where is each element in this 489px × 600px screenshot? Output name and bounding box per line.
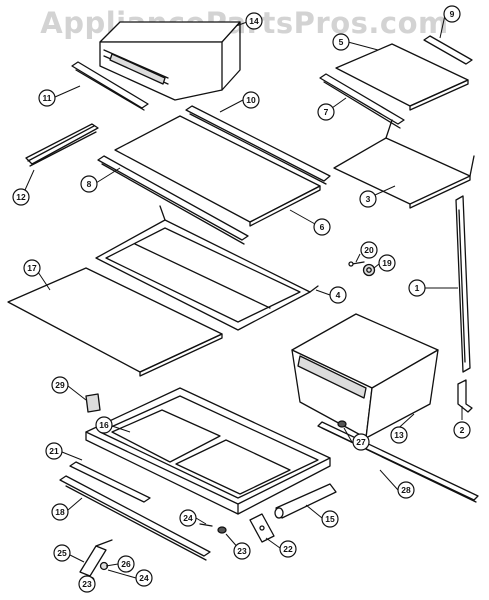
callout-12: 12 [12,188,30,206]
callout-29: 29 [51,376,69,394]
svg-text:22: 22 [283,544,293,554]
callout-7: 7 [317,103,335,121]
part-4-shelf-frame[interactable] [95,205,319,331]
svg-text:6: 6 [320,222,325,232]
svg-text:18: 18 [55,507,65,517]
svg-text:2: 2 [460,425,465,435]
callout-16: 16 [95,416,113,434]
part-7-shelf-trim[interactable] [319,73,405,129]
callout-2: 2 [453,421,471,439]
part-27-roller[interactable] [337,420,347,428]
part-5-small-shelf[interactable] [335,43,469,111]
callout-8: 8 [80,175,98,193]
part-12-angled-trim[interactable] [25,123,99,167]
callout-18: 18 [51,503,69,521]
svg-text:24: 24 [183,513,193,523]
svg-text:19: 19 [382,258,392,268]
svg-text:13: 13 [394,430,404,440]
part-17-glass-panel[interactable] [7,267,223,377]
callout-27: 27 [352,433,370,451]
callout-17: 17 [23,259,41,277]
callout-11: 11 [38,89,56,107]
callout-25: 25 [53,544,71,562]
svg-text:27: 27 [356,437,366,447]
svg-text:24: 24 [139,573,149,583]
svg-text:29: 29 [55,380,65,390]
part-1-vertical-rail[interactable] [455,195,471,373]
svg-text:5: 5 [339,37,344,47]
callout-6: 6 [313,218,331,236]
callout-19: 19 [378,254,396,272]
part-14-crisper-drawer[interactable] [99,21,241,101]
callout-24-upper: 24 [179,509,197,527]
part-29-clip[interactable] [85,393,101,413]
svg-text:17: 17 [27,263,37,273]
svg-text:8: 8 [87,179,92,189]
svg-text:12: 12 [16,192,26,202]
svg-text:11: 11 [43,93,52,103]
callout-23-lower: 23 [78,575,96,593]
svg-text:25: 25 [57,548,67,558]
svg-text:1: 1 [415,283,420,293]
part-10-shelf-strip[interactable] [185,105,331,185]
callout-4: 4 [329,286,347,304]
part-2-bracket[interactable] [457,379,473,413]
part-19-cap[interactable] [362,263,376,277]
part-11-trim-strip[interactable] [71,61,149,111]
callout-3: 3 [359,190,377,208]
callout-14: 14 [245,12,263,30]
part-21-front-rail[interactable] [69,461,151,503]
callout-21: 21 [45,442,63,460]
part-16-drawer-cover[interactable] [85,387,331,515]
callout-10: 10 [242,91,260,109]
part-20-screw[interactable] [348,261,365,267]
svg-text:3: 3 [366,194,371,204]
callout-22: 22 [279,540,297,558]
callout-23-upper: 23 [233,542,251,560]
svg-text:26: 26 [121,559,131,569]
callout-9: 9 [443,5,461,23]
part-24-screw[interactable] [199,523,213,527]
callout-15: 15 [321,510,339,528]
part-23-wheel[interactable] [217,526,227,534]
leader-lines [24,14,463,585]
svg-text:10: 10 [246,95,256,105]
callout-20: 20 [360,241,378,259]
svg-text:28: 28 [401,485,411,495]
part-9-shelf-trim[interactable] [423,35,473,65]
callout-26: 26 [117,555,135,573]
part-15-rear-cylinder[interactable] [274,483,337,519]
svg-text:4: 4 [336,290,341,300]
callout-28: 28 [397,481,415,499]
svg-text:15: 15 [325,514,335,524]
callout-5: 5 [332,33,350,51]
part-25-pivot-arm[interactable] [79,539,113,577]
svg-text:23: 23 [237,546,247,556]
svg-text:7: 7 [324,107,329,117]
part-3-cantilever-shelf[interactable] [333,119,475,209]
part-18-slide-track[interactable] [59,475,211,561]
part-8-shelf-trim[interactable] [97,155,249,245]
svg-text:21: 21 [49,446,59,456]
svg-text:23: 23 [82,579,92,589]
callout-24-lower: 24 [135,569,153,587]
part-13-drawer[interactable] [291,313,439,439]
svg-text:14: 14 [249,16,259,26]
svg-text:16: 16 [99,420,109,430]
callout-13: 13 [390,426,408,444]
callout-1: 1 [408,279,426,297]
svg-text:20: 20 [364,245,374,255]
svg-text:9: 9 [450,9,455,19]
part-22-hinge[interactable] [249,513,275,543]
part-6-glass-shelf[interactable] [114,115,321,227]
